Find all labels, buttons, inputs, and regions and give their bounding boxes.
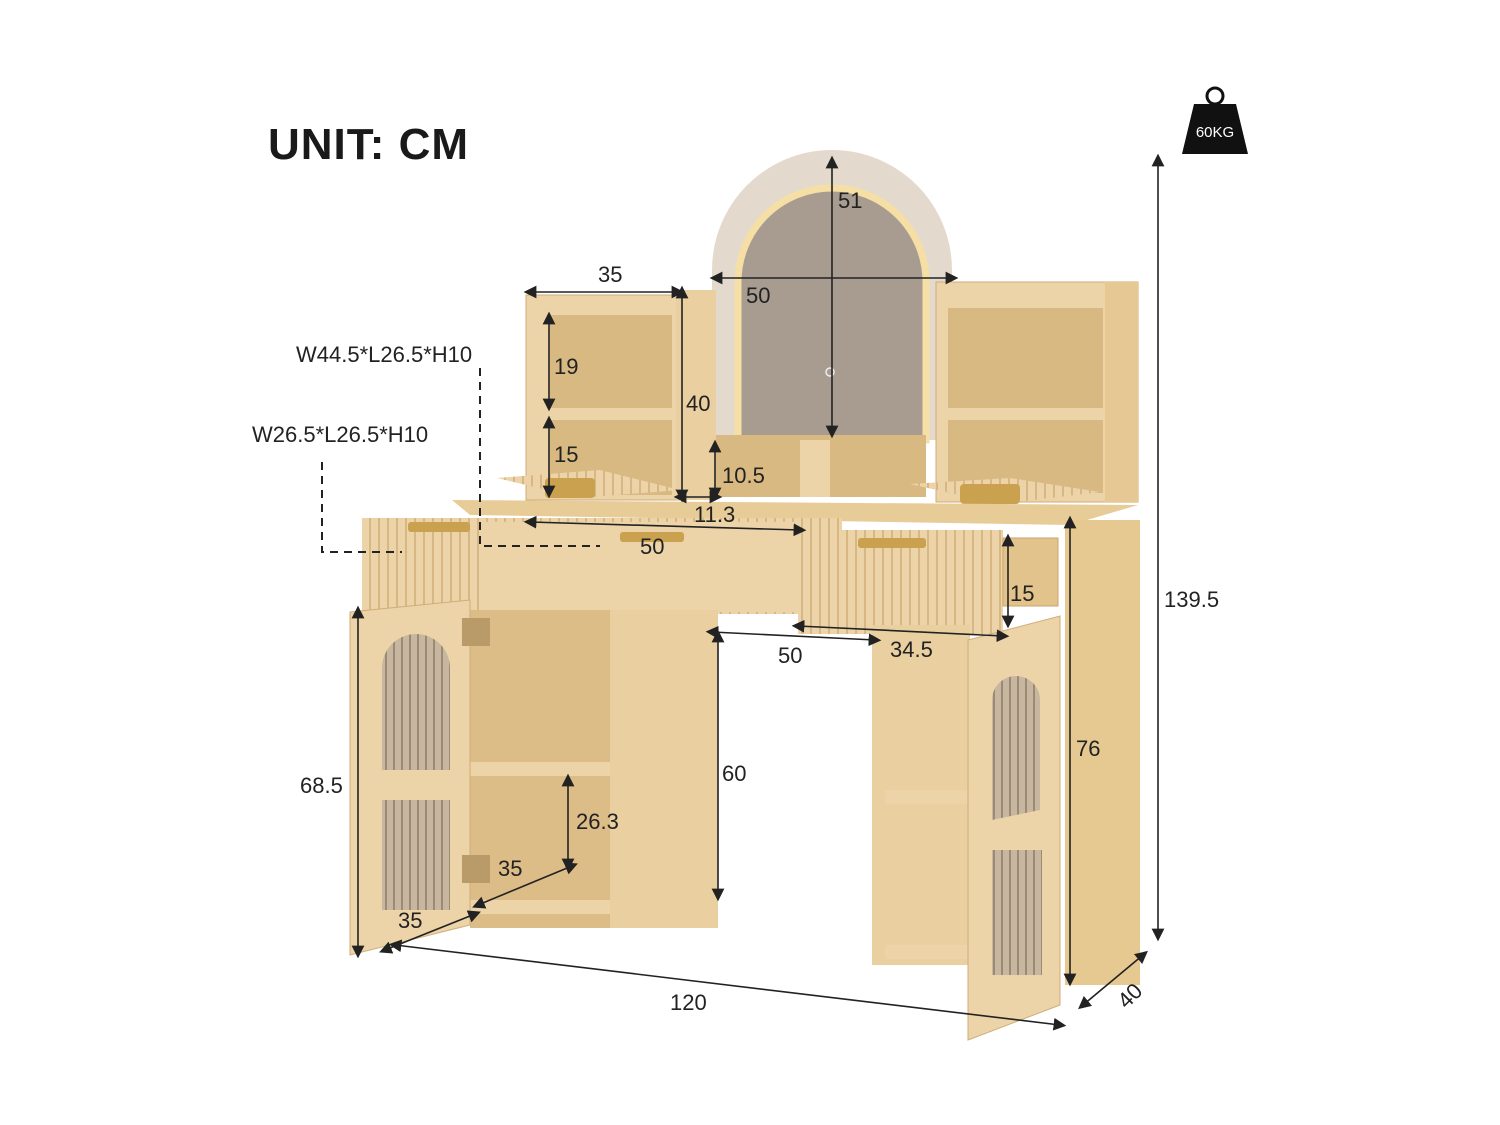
total-height-label: 139.5 — [1164, 587, 1220, 612]
shelf-width-label: 35 — [598, 262, 623, 287]
desk-height-label: 76 — [1076, 736, 1101, 761]
mirror-height-label: 51 — [838, 188, 863, 213]
cabinet-width-label: 35 — [398, 908, 423, 933]
cubby-depth-label: 11.3 — [694, 502, 736, 527]
left-hutch — [497, 290, 716, 501]
drawer-depth-label: 34.5 — [890, 637, 933, 662]
knee-width-label: 50 — [778, 643, 803, 668]
shelf-height-1-label: 19 — [554, 354, 579, 379]
drawer-height-label: 15 — [1010, 581, 1035, 606]
leader-lines — [321, 368, 600, 553]
cabinet-height-label: 68.5 — [300, 773, 343, 798]
mirror-width-label: 50 — [746, 283, 771, 308]
drawer-width-label: 50 — [640, 534, 665, 559]
hutch-height-label: 40 — [686, 391, 711, 416]
inner-shelf-depth-label: 35 — [498, 856, 523, 881]
inner-shelf-height-label: 26.3 — [576, 809, 619, 834]
desk-carcass — [470, 520, 1140, 985]
right-hutch — [910, 281, 1139, 504]
weight-icon — [1182, 86, 1248, 154]
right-cabinet-door — [967, 615, 1061, 1041]
desk-top — [452, 500, 1138, 525]
shelf-height-2-label: 15 — [554, 442, 579, 467]
left-cabinet-door — [349, 599, 490, 956]
cubby-height-label: 10.5 — [722, 463, 765, 488]
center-cubby — [716, 435, 926, 497]
total-width-label: 120 — [670, 990, 707, 1015]
dimension-lines — [351, 153, 1165, 1031]
small-drawer-size-label: W26.5*L26.5*H10 — [252, 422, 429, 447]
knee-height-label: 60 — [722, 761, 747, 786]
top-drawer-size-label: W44.5*L26.5*H10 — [296, 342, 473, 367]
weight-label: 60KG — [1195, 124, 1235, 141]
unit-label: UNIT: CM — [268, 120, 470, 169]
